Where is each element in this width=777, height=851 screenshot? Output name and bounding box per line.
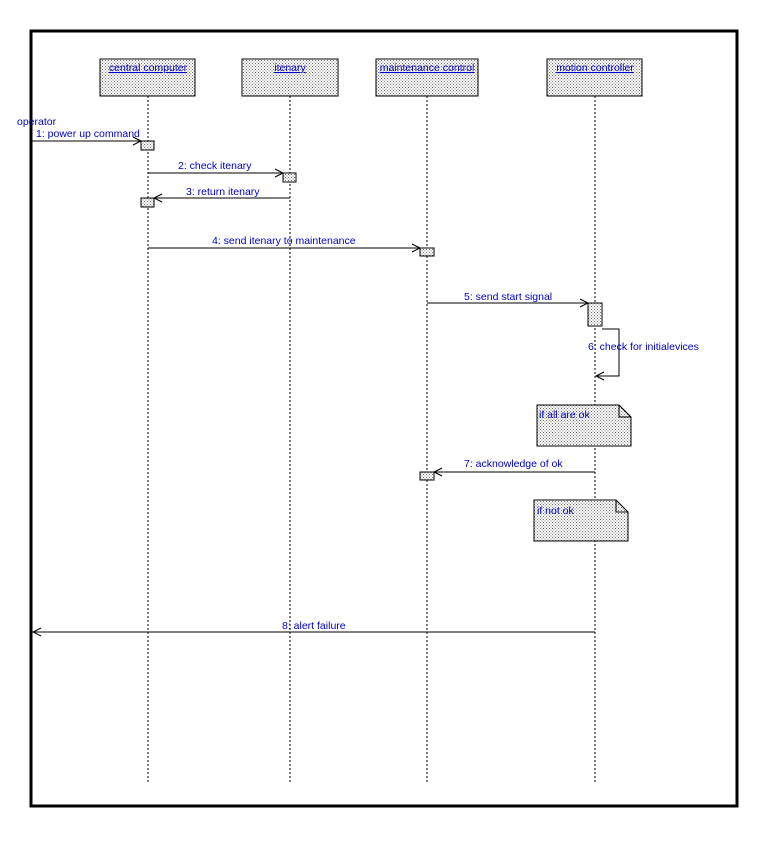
object-motion-controller[interactable]: motion controller: [546, 58, 643, 97]
message-1-label: 1: power up command: [36, 128, 140, 140]
message-8-label: 8: alert failure: [282, 620, 346, 632]
object-maintenance-control-label: maintenance control: [380, 62, 475, 74]
activation-it-1: [282, 172, 297, 183]
message-2[interactable]: 2: check itenary: [148, 160, 285, 178]
activation-cc-2: [140, 197, 155, 208]
object-maintenance-control[interactable]: maintenance control: [375, 58, 479, 97]
activation-mc-2: [419, 471, 435, 481]
note-1-label: if all are ok: [539, 409, 591, 421]
object-itenary[interactable]: itenary: [241, 58, 339, 97]
message-5[interactable]: 5: send start signal: [427, 291, 590, 308]
actor-operator-label: operator: [17, 116, 57, 128]
object-central-computer-label: central computer: [109, 62, 188, 74]
note-2-label: if not ok: [537, 505, 575, 517]
message-4[interactable]: 4: send itenary to maintenance: [148, 235, 422, 253]
object-motion-controller-label: motion controller: [556, 62, 634, 74]
message-5-label: 5: send start signal: [464, 291, 552, 303]
activation-mc-1: [419, 247, 435, 257]
message-8[interactable]: 8: alert failure: [31, 620, 595, 637]
message-4-label: 4: send itenary to maintenance: [212, 235, 356, 247]
message-3[interactable]: 3: return itenary: [152, 186, 290, 203]
diagram-frame: [29, 29, 739, 808]
message-7-label: 7: acknowledge of ok: [464, 458, 563, 470]
activation-cc-1: [140, 140, 155, 151]
message-3-label: 3: return itenary: [186, 186, 260, 198]
note-if-all-are-ok[interactable]: if all are ok: [536, 404, 632, 447]
object-itenary-label: itenary: [274, 62, 306, 74]
object-central-computer[interactable]: central computer: [99, 58, 196, 97]
message-6[interactable]: 6: check for initialevices: [588, 328, 699, 381]
activation-mo-1: [587, 302, 603, 327]
message-7[interactable]: 7: acknowledge of ok: [432, 458, 595, 477]
message-2-label: 2: check itenary: [178, 160, 252, 172]
note-if-not-ok[interactable]: if not ok: [533, 499, 629, 542]
message-6-label: 6: check for initialevices: [588, 341, 699, 353]
message-1[interactable]: 1: power up command: [31, 128, 143, 146]
